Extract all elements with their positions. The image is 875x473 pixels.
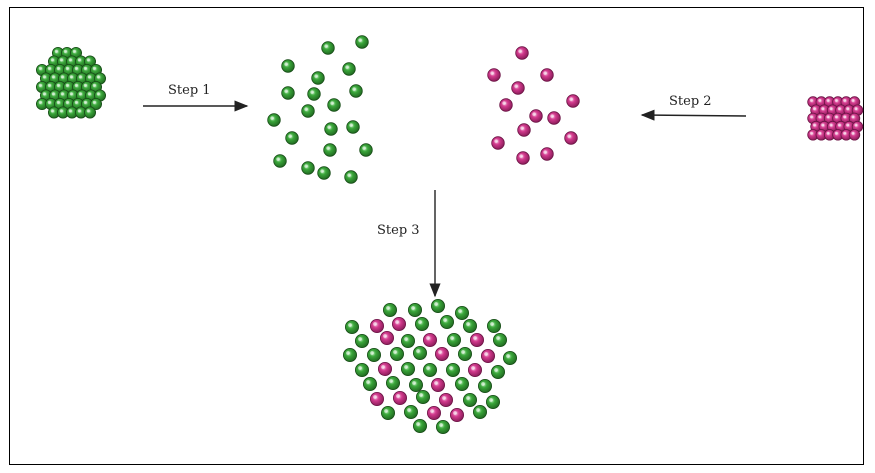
mixed-green-particle	[485, 394, 500, 409]
mixed-green-particle	[366, 347, 381, 362]
dispersed-green-particle	[267, 113, 281, 127]
dispersed-magenta-particle	[566, 94, 580, 108]
mixed-green-particle	[389, 346, 404, 361]
mixed-green-particle	[400, 333, 415, 348]
dispersed-green-particle	[301, 104, 315, 118]
dispersed-green-particle	[327, 98, 341, 112]
mixed-magenta-particle	[426, 405, 441, 420]
mixed-green-particle	[400, 361, 415, 376]
step1-label: Step 1	[168, 83, 211, 98]
step3-label: Step 3	[377, 223, 420, 238]
mixed-magenta-particle	[449, 407, 464, 422]
mixed-green-particle	[362, 376, 377, 391]
dispersed-green-particle	[273, 154, 287, 168]
dispersed-magenta-particle	[511, 81, 525, 95]
diagram-canvas	[35, 35, 864, 434]
mixed-green-particle	[380, 405, 395, 420]
mixed-green-particle	[472, 404, 487, 419]
mixed-green-particle	[354, 362, 369, 377]
mixed-green-particle	[502, 350, 517, 365]
dispersed-magenta-particle	[487, 68, 501, 82]
step2-label: Step 2	[669, 94, 712, 109]
mixed-green-particle	[344, 319, 359, 334]
mixed-magenta-particle	[438, 392, 453, 407]
dispersed-green-particle	[285, 131, 299, 145]
mixed-magenta-particle	[379, 330, 394, 345]
mixed-green-particle	[342, 347, 357, 362]
mixed-magenta-particle	[480, 348, 495, 363]
mixed-magenta-particle	[469, 332, 484, 347]
mixed-green-particle	[457, 346, 472, 361]
mixed-green-particle	[430, 298, 445, 313]
dispersed-green-particle	[317, 166, 331, 180]
dispersed-green-particle	[324, 122, 338, 136]
mixed-magenta-particle	[391, 316, 406, 331]
mixed-green-particle	[492, 332, 507, 347]
dispersed-magenta-particle	[515, 46, 529, 60]
mixed-magenta-particle	[430, 377, 445, 392]
dispersed-magenta-particle	[491, 136, 505, 150]
dispersed-magenta-particle	[499, 98, 513, 112]
mixed-green-particle	[408, 377, 423, 392]
dispersed-green-particle	[321, 41, 335, 55]
diagram-frame: Step 1 Step 2 Step 3	[9, 7, 864, 465]
mixed-green-particle	[385, 375, 400, 390]
packed-green-particle	[90, 98, 103, 111]
dispersed-green-particle	[307, 87, 321, 101]
dispersed-magenta-particle	[564, 131, 578, 145]
mixed-magenta-particle	[369, 318, 384, 333]
mixed-green-particle	[412, 345, 427, 360]
mixed-green-particle	[454, 305, 469, 320]
packed-green-particle	[75, 106, 88, 119]
mixed-green-particle	[415, 389, 430, 404]
mixed-green-particle	[354, 333, 369, 348]
mixed-magenta-particle	[392, 390, 407, 405]
mixed-green-particle	[462, 318, 477, 333]
mixed-green-particle	[422, 362, 437, 377]
mixed-green-particle	[435, 419, 450, 434]
mixed-green-particle	[486, 318, 501, 333]
mixed-magenta-particle	[369, 391, 384, 406]
dispersed-green-particle	[301, 161, 315, 175]
dispersed-green-particle	[344, 170, 358, 184]
dispersed-green-particle	[355, 35, 369, 49]
packed-magenta-particle	[848, 129, 861, 141]
mixed-green-particle	[403, 404, 418, 419]
dispersed-magenta-particle	[529, 109, 543, 123]
dispersed-green-particle	[349, 84, 363, 98]
mixed-magenta-particle	[422, 332, 437, 347]
dispersed-magenta-particle	[547, 111, 561, 125]
mixed-green-particle	[477, 378, 492, 393]
packed-green-particle	[84, 106, 97, 119]
mixed-green-particle	[445, 362, 460, 377]
dispersed-green-particle	[346, 120, 360, 134]
mixed-green-particle	[412, 418, 427, 433]
dispersed-magenta-particle	[516, 151, 530, 165]
mixed-green-particle	[446, 332, 461, 347]
step2-arrow	[640, 109, 747, 121]
mixed-magenta-particle	[377, 361, 392, 376]
mixed-green-particle	[414, 316, 429, 331]
mixed-green-particle	[439, 314, 454, 329]
mixed-green-particle	[407, 302, 422, 317]
mixed-magenta-particle	[467, 362, 482, 377]
dispersed-green-particle	[281, 86, 295, 100]
dispersed-magenta-particle	[517, 123, 531, 137]
mixed-green-particle	[454, 376, 469, 391]
dispersed-magenta-particle	[540, 68, 554, 82]
dispersed-green-particle	[342, 62, 356, 76]
mixed-green-particle	[490, 364, 505, 379]
dispersed-magenta-particle	[540, 147, 554, 161]
dispersed-green-particle	[311, 71, 325, 85]
mixed-green-particle	[382, 302, 397, 317]
dispersed-green-particle	[359, 143, 373, 157]
mixed-magenta-particle	[434, 346, 449, 361]
mixed-green-particle	[462, 392, 477, 407]
dispersed-green-particle	[323, 143, 337, 157]
dispersed-green-particle	[281, 59, 295, 73]
